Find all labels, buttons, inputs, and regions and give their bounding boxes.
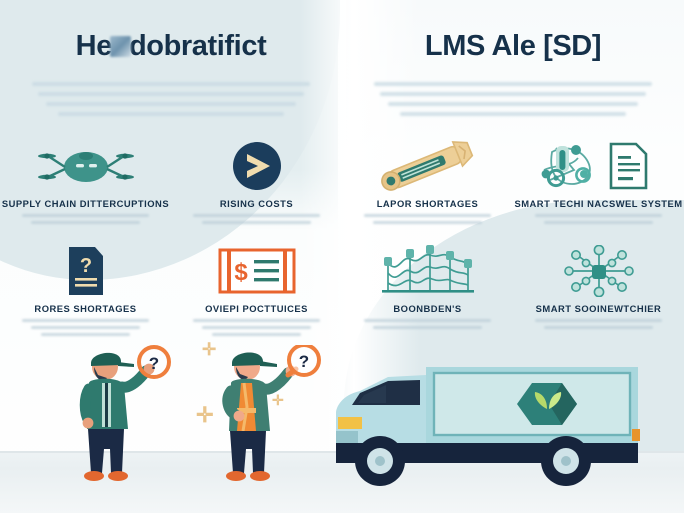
card-label: BOONBDEN'S xyxy=(393,303,462,314)
card-smart-tech-system[interactable]: SMART TECHI NACSWEL SYSTEM xyxy=(513,140,684,228)
svg-text:?: ? xyxy=(79,255,91,277)
desc-line xyxy=(22,319,149,322)
sparkle-icon: ✛ xyxy=(196,404,214,427)
bottom-illustration-scene: ✛ ✛ ✛ ✛ ? xyxy=(0,333,684,513)
desc-line xyxy=(212,333,301,336)
card-smart-sooinewtchier[interactable]: SMART SOOINEWTCHIER xyxy=(513,245,684,333)
sparkle-icon: ✛ xyxy=(202,340,217,359)
blurb-line xyxy=(379,92,647,96)
desc-line xyxy=(535,214,662,217)
blurb-line xyxy=(399,112,627,116)
card-description xyxy=(171,214,342,224)
blurb-line xyxy=(388,102,638,106)
blurb-line xyxy=(37,92,305,96)
desc-line xyxy=(22,214,149,217)
card-rising-costs[interactable]: RISING COSTS xyxy=(171,140,342,228)
blurb-line xyxy=(373,82,653,86)
card-label: OVIEPI POCTTUICES xyxy=(205,303,308,314)
desc-line xyxy=(201,221,312,224)
wrench-tool-icon xyxy=(342,140,513,192)
card-description xyxy=(513,214,684,224)
left-title-head: He xyxy=(75,30,113,62)
card-oviepi-pocttuices[interactable]: $ OVIEPI POCTTUICES xyxy=(171,245,342,340)
arrow-circle-icon xyxy=(171,140,342,192)
desc-line xyxy=(364,319,491,322)
card-label: SUPPLY CHAIN DITTERCUPTIONS xyxy=(1,198,170,209)
card-description xyxy=(171,319,342,336)
worker-with-question-badge: ? xyxy=(79,345,171,481)
desc-line xyxy=(535,319,662,322)
desc-line xyxy=(543,326,654,329)
desc-line xyxy=(30,221,141,224)
card-rores-shortages[interactable]: ? RORES SHORTAGES xyxy=(0,245,171,340)
worker-with-magnifier: ? xyxy=(222,345,321,481)
svg-text:$: $ xyxy=(234,259,248,286)
molecule-icon xyxy=(513,245,684,297)
svg-text:?: ? xyxy=(149,354,159,373)
card-label: LAPOR SHORTAGES xyxy=(376,198,479,209)
left-column: He dobratifict xyxy=(0,30,342,340)
card-lapor-shortages[interactable]: LAPOR SHORTAGES xyxy=(342,140,513,228)
lattice-network-icon xyxy=(342,245,513,297)
sparkle-icon: ✛ xyxy=(272,392,284,408)
card-label: RORES SHORTAGES xyxy=(34,303,137,314)
blurb-line xyxy=(57,112,285,116)
desc-line xyxy=(41,333,130,336)
network-document-icon xyxy=(513,140,684,192)
card-description xyxy=(342,319,513,329)
right-title: LMS Ale [SD] xyxy=(424,30,602,62)
desc-line xyxy=(30,326,141,329)
title-artifact-block xyxy=(109,36,131,57)
desc-line xyxy=(364,214,491,217)
card-supply-chain-disruptions[interactable]: SUPPLY CHAIN DITTERCUPTIONS xyxy=(0,140,171,228)
document-question-icon: ? xyxy=(0,245,171,297)
svg-text:?: ? xyxy=(299,352,309,371)
card-description xyxy=(0,214,171,224)
desc-line xyxy=(372,221,483,224)
card-boonbdens[interactable]: BOONBDEN'S xyxy=(342,245,513,333)
desc-line xyxy=(543,221,654,224)
card-description xyxy=(513,319,684,329)
card-description xyxy=(0,319,171,336)
blurb-line xyxy=(31,82,311,86)
delivery-truck xyxy=(336,367,640,486)
left-title-tail: dobratifict xyxy=(128,30,267,62)
desc-line xyxy=(201,326,312,329)
card-label: SMART SOOINEWTCHIER xyxy=(535,303,662,314)
desc-line xyxy=(193,214,320,217)
invoice-dollar-icon: $ xyxy=(171,245,342,297)
drone-icon xyxy=(0,140,171,192)
desc-line xyxy=(193,319,320,322)
right-column: LMS Ale [SD] xyxy=(342,0,684,513)
blurb-line xyxy=(46,102,296,106)
card-label: SMART TECHI NACSWEL SYSTEM xyxy=(514,198,683,209)
right-blurb xyxy=(368,82,658,122)
card-label: RISING COSTS xyxy=(219,198,294,209)
left-blurb xyxy=(26,82,316,122)
left-title: He dobratifict xyxy=(0,30,342,63)
card-description xyxy=(342,214,513,224)
desc-line xyxy=(372,326,483,329)
